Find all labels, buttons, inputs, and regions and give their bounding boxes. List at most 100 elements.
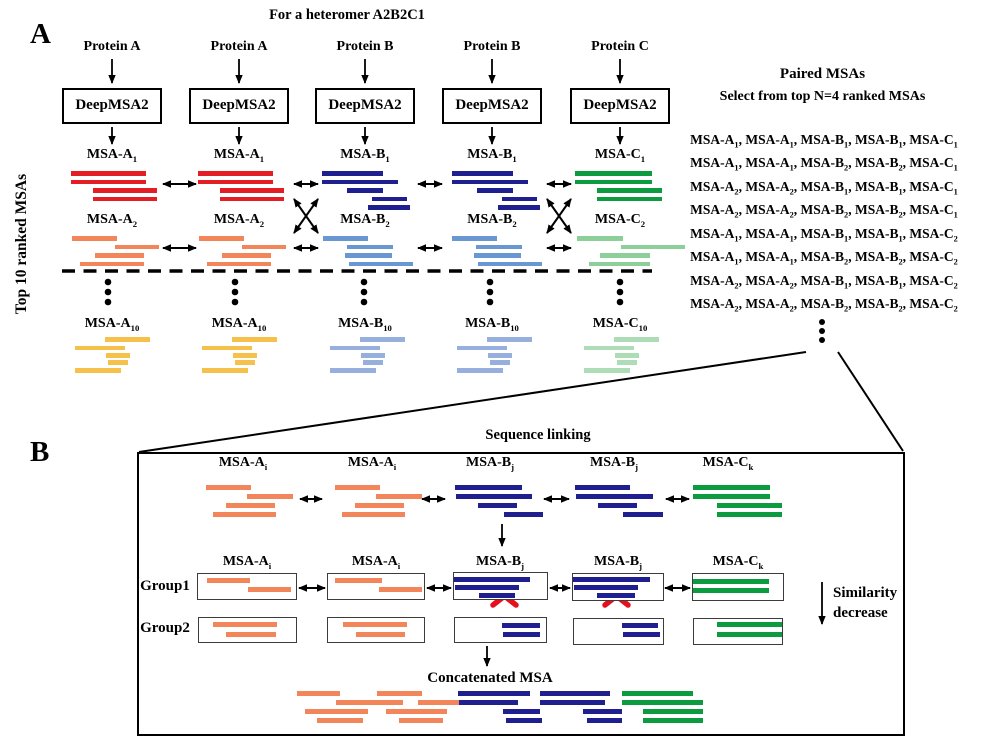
msa-bar — [503, 709, 540, 714]
msa-bar — [202, 368, 248, 373]
msa-bar — [213, 512, 276, 517]
msa-bar — [323, 236, 368, 241]
msa-bar — [297, 691, 340, 696]
msa-bar — [233, 353, 257, 358]
msa-bar — [452, 236, 497, 241]
msa-bar — [330, 368, 376, 373]
msa-bar — [247, 494, 293, 499]
msa-bar — [717, 512, 782, 517]
msa-bar — [478, 261, 542, 266]
msa-bar — [347, 244, 393, 249]
msa-bar — [574, 585, 638, 590]
msa-bar — [199, 236, 244, 241]
msa-bar — [693, 588, 769, 593]
msa-bar — [488, 353, 512, 358]
msa-bar — [717, 632, 782, 637]
msa-bar — [222, 253, 271, 258]
msa-bar — [614, 337, 659, 342]
msa-bar — [330, 345, 380, 350]
linking-msa-label: MSA-Ck — [702, 455, 754, 472]
msa-bar — [459, 700, 518, 705]
msa-bar — [108, 360, 128, 365]
msa-bar — [75, 368, 121, 373]
msa-rank10-label: MSA-A10 — [84, 316, 140, 333]
paired-msa-line: MSA-A2, MSA-A2, MSA-B2, MSA-B2, MSA-C1 — [690, 202, 958, 221]
protein-label: Protein A — [83, 39, 141, 54]
msa-bar — [93, 196, 157, 201]
msa-bar — [363, 360, 383, 365]
msa-bar — [477, 188, 513, 193]
msa-bar — [372, 196, 407, 201]
group-msa-label: MSA-Ai — [222, 554, 272, 571]
msa-bar — [487, 337, 532, 342]
msa-bar — [418, 700, 460, 705]
msa-bar — [360, 337, 405, 342]
msa-bar — [502, 623, 540, 628]
group2-box — [327, 617, 425, 643]
paired-msa-line: MSA-A1, MSA-A1, MSA-B2, MSA-B2, MSA-C1 — [690, 155, 958, 174]
msa-rank2-label: MSA-B2 — [340, 212, 390, 229]
linking-msa-label: MSA-Ai — [347, 455, 397, 472]
msa-bar — [458, 691, 530, 696]
msa-bar — [349, 261, 413, 266]
msa-bar — [80, 261, 144, 266]
msa-bar — [693, 485, 770, 490]
msa-bar — [623, 512, 663, 517]
panel-b-box — [137, 452, 905, 736]
msa-bar — [198, 179, 273, 184]
protein-label: Protein C — [591, 39, 649, 54]
msa-rank2-label: MSA-A2 — [213, 212, 265, 229]
panel-a-label: A — [30, 18, 51, 50]
msa-bar — [583, 709, 622, 714]
msa-bar — [322, 179, 398, 184]
similarity-decrease-label: Similarity decrease — [833, 583, 897, 623]
similarity-line2: decrease — [833, 605, 888, 621]
msa-bar — [336, 700, 403, 705]
group-msa-label: MSA-Bj — [593, 554, 642, 571]
msa-rank1-label: MSA-B1 — [340, 147, 390, 164]
msa-bar — [220, 196, 284, 201]
msa-bar — [573, 577, 650, 582]
msa-rank2-label: MSA-B2 — [467, 212, 517, 229]
top10-ranked-msas-side-label: Top 10 ranked MSAs — [13, 173, 30, 315]
msa-bar — [479, 593, 515, 598]
msa-bar — [220, 188, 284, 193]
paired-msa-line: MSA-A2, MSA-A2, MSA-B1, MSA-B1, MSA-C1 — [690, 178, 958, 197]
msa-rank1-label: MSA-A1 — [86, 147, 138, 164]
group2-label: Group2 — [140, 620, 190, 636]
deepmsa2-box: DeepMSA2 — [189, 88, 289, 124]
msa-bar — [693, 579, 769, 584]
msa-bar — [454, 577, 530, 582]
msa-bar — [248, 587, 291, 592]
msa-bar — [93, 188, 157, 193]
msa-bar — [621, 244, 685, 249]
msa-bar — [347, 188, 383, 193]
msa-bar — [75, 345, 125, 350]
group-msa-label: MSA-Bj — [475, 554, 524, 571]
msa-bar — [452, 171, 513, 176]
msa-bar — [71, 171, 146, 176]
msa-bar — [198, 171, 273, 176]
msa-bar — [342, 512, 405, 517]
msa-rank2-label: MSA-C2 — [594, 212, 646, 229]
msa-bar — [498, 205, 540, 210]
msa-bar — [305, 709, 368, 714]
msa-bar — [717, 622, 782, 627]
msa-bar — [105, 337, 150, 342]
similarity-line1: Similarity — [833, 585, 898, 601]
paired-msas-subtitle: Select from top N=4 ranked MSAs — [719, 89, 926, 104]
group1-box — [327, 573, 425, 600]
msa-rank2-label: MSA-A2 — [86, 212, 138, 229]
msa-bar — [235, 360, 255, 365]
msa-bar — [368, 205, 410, 210]
sequence-linking-title: Sequence linking — [485, 427, 591, 443]
msa-bar — [615, 353, 639, 358]
msa-bar — [377, 691, 422, 696]
msa-bar — [622, 691, 693, 696]
msa-bar — [376, 494, 422, 499]
msa-bar — [597, 196, 662, 201]
msa-bar — [95, 253, 144, 258]
deepmsa2-box: DeepMSA2 — [62, 88, 162, 124]
group1-box — [692, 573, 784, 601]
msa-bar — [577, 236, 623, 241]
